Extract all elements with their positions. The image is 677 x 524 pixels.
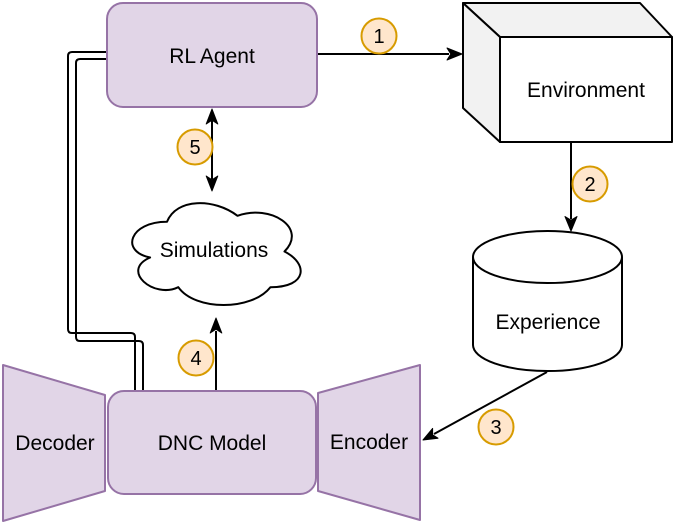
node-dnc-model: DNC Model	[107, 390, 317, 495]
step-badge-4: 4	[177, 339, 215, 377]
arrowhead-down-icon	[564, 216, 578, 232]
step-number: 4	[190, 348, 201, 370]
edge-experience-to-encoder	[422, 371, 548, 441]
step-badge-2: 2	[571, 165, 609, 203]
step-badge-3: 3	[477, 408, 515, 446]
feedback-line-inner	[75, 58, 144, 391]
edge-environment-to-experience	[564, 143, 578, 232]
step-badge-1: 1	[360, 17, 398, 55]
dnc-model-label: DNC Model	[158, 432, 267, 455]
badge-circle	[360, 17, 398, 55]
badge-circle	[177, 339, 215, 377]
step-number: 3	[490, 417, 501, 439]
cloud-shape	[131, 202, 302, 306]
arrowhead-right-icon	[446, 47, 463, 61]
environment-label: Environment	[527, 79, 645, 102]
encoder-label: Encoder	[330, 431, 408, 454]
cylinder-body	[472, 230, 623, 372]
simulations-label: Simulations	[160, 239, 269, 262]
node-decoder: Decoder	[2, 364, 106, 522]
edge-dnc-to-simulations	[209, 317, 223, 391]
node-environment: Environment	[462, 2, 673, 143]
rl-agent-label: RL Agent	[169, 45, 255, 68]
badge-circle	[176, 128, 214, 166]
node-rl-agent: RL Agent	[106, 2, 318, 108]
node-experience: Experience	[472, 230, 623, 372]
badge-circle	[477, 408, 515, 446]
experience-label: Experience	[495, 311, 600, 334]
cylinder-top-rim	[472, 256, 623, 284]
node-encoder: Encoder	[317, 364, 421, 521]
step-number: 5	[189, 137, 200, 159]
dnc-model-box	[107, 390, 317, 495]
step-badge-5: 5	[176, 128, 214, 166]
arrowhead-up-icon	[209, 317, 223, 334]
arrowhead-down-icon	[205, 175, 219, 192]
badge-circle	[571, 165, 609, 203]
cube-front-face	[499, 36, 673, 143]
decoder-shape	[2, 364, 106, 522]
edge-dnc-to-rl-agent	[67, 51, 144, 391]
node-simulations: Simulations	[131, 202, 302, 306]
encoder-shape	[317, 364, 421, 521]
arrowhead-left-icon	[422, 427, 439, 441]
decoder-label: Decoder	[15, 432, 94, 455]
feedback-line-outer	[67, 51, 136, 391]
step-number: 2	[584, 174, 595, 196]
edge-line	[433, 371, 548, 435]
step-number: 1	[373, 26, 384, 48]
arrowhead-up-icon	[205, 108, 219, 125]
rl-agent-box	[106, 2, 318, 108]
